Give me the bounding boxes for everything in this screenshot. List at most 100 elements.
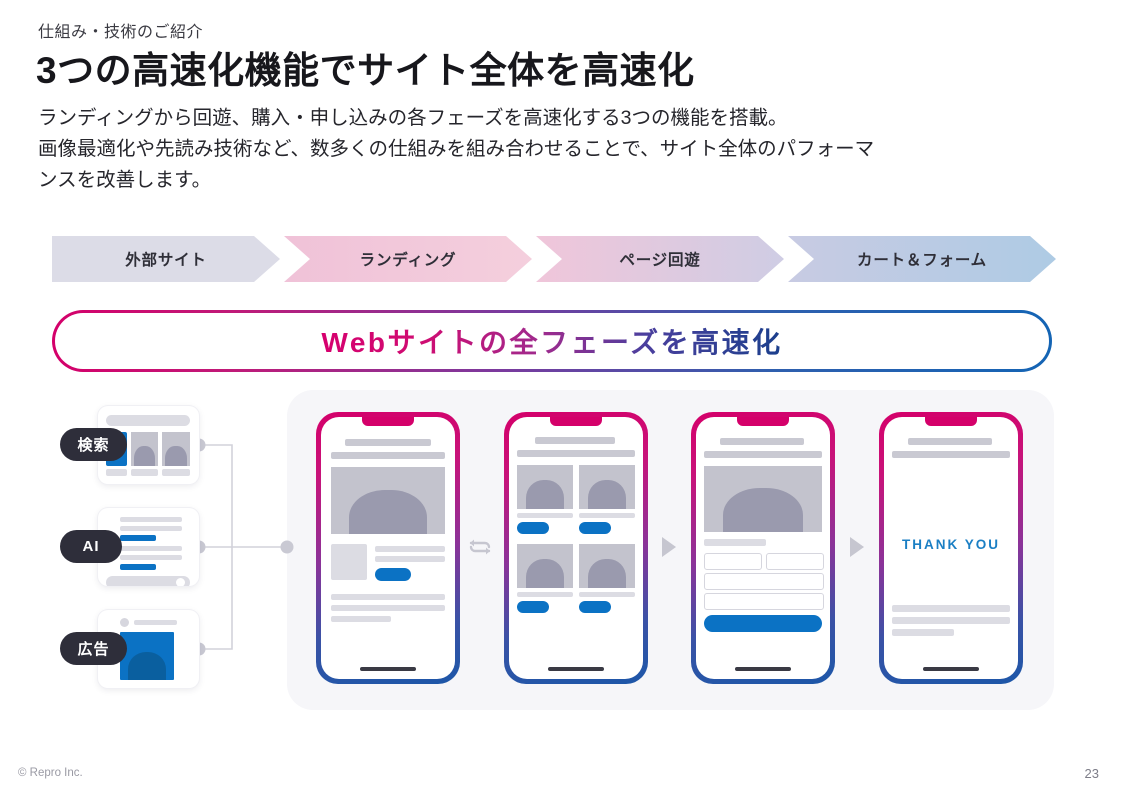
form-label bbox=[704, 539, 766, 546]
chevron-shape bbox=[536, 236, 784, 282]
search-caption bbox=[106, 469, 127, 476]
product-image bbox=[579, 544, 635, 588]
phone-screen bbox=[696, 417, 830, 679]
body-line bbox=[892, 605, 1010, 612]
body-line bbox=[375, 556, 445, 562]
phone-notch bbox=[925, 417, 977, 426]
home-indicator bbox=[923, 667, 979, 671]
headline-bar bbox=[535, 437, 615, 444]
ad-creative-card bbox=[98, 610, 199, 688]
phase-chevron-external-site: 外部サイト bbox=[52, 236, 280, 282]
phase-label: ランディング bbox=[359, 252, 457, 269]
phase-bar: 外部サイト ランディング ページ回遊 カート＆フォーム bbox=[52, 236, 1052, 282]
badge-ad: 広告 bbox=[60, 632, 127, 665]
chevron-shape bbox=[52, 236, 280, 282]
phone-notch bbox=[737, 417, 789, 426]
submit-button[interactable] bbox=[704, 615, 822, 632]
loop-arrows-icon bbox=[464, 531, 496, 563]
copyright-label: © Repro Inc. bbox=[18, 767, 83, 779]
body-line bbox=[892, 617, 1010, 624]
lead-line-3: ンスを改善します。 bbox=[38, 169, 212, 191]
phone-screen: THANK YOU bbox=[884, 417, 1018, 679]
phone-screen bbox=[509, 417, 643, 679]
search-tile bbox=[162, 432, 190, 466]
product-button[interactable] bbox=[517, 601, 549, 613]
body-line bbox=[331, 594, 445, 600]
home-indicator bbox=[360, 667, 416, 671]
ai-input-bar bbox=[106, 576, 190, 586]
ai-answer-card bbox=[98, 508, 199, 586]
ai-highlight-line bbox=[120, 535, 156, 541]
form-input[interactable] bbox=[704, 553, 762, 570]
page-title: 3つの高速化機能でサイト全体を高速化 bbox=[36, 50, 695, 91]
product-image bbox=[579, 465, 635, 509]
ai-text-line bbox=[120, 517, 182, 522]
cart-form-phone bbox=[691, 412, 835, 684]
phase-chevron-landing: ランディング bbox=[284, 236, 532, 282]
ad-image-block bbox=[120, 632, 174, 680]
hero-image bbox=[704, 466, 822, 532]
phase-chevron-cart-form: カート＆フォーム bbox=[788, 236, 1056, 282]
form-input[interactable] bbox=[704, 573, 824, 590]
product-caption bbox=[579, 513, 635, 518]
headline-bar bbox=[720, 438, 804, 445]
chevron-shape bbox=[788, 236, 1056, 282]
search-caption bbox=[131, 469, 158, 476]
phase-label: 外部サイト bbox=[125, 252, 207, 269]
headline-bar bbox=[345, 439, 431, 446]
cta-button[interactable] bbox=[375, 568, 411, 581]
phone-screen bbox=[321, 417, 455, 679]
product-button[interactable] bbox=[579, 601, 611, 613]
hero-image bbox=[331, 467, 445, 534]
subhead-bar bbox=[892, 451, 1010, 458]
ai-highlight-line bbox=[120, 564, 156, 570]
body-line bbox=[375, 546, 445, 552]
lead-line-2: 画像最適化や先読み技術など、数多くの仕組みを組み合わせることで、サイト全体のパフ… bbox=[38, 138, 875, 160]
search-tile bbox=[131, 432, 158, 466]
product-image bbox=[517, 465, 573, 509]
badge-label: 広告 bbox=[77, 641, 110, 658]
diagram-area: 検索 AI 広告 bbox=[0, 390, 1121, 720]
search-caption bbox=[162, 469, 190, 476]
lead-line-1: ランディングから回遊、購入・申し込みの各フェーズを高速化する3つの機能を搭載。 bbox=[38, 107, 788, 129]
product-button[interactable] bbox=[579, 522, 611, 534]
chevron-shape bbox=[284, 236, 532, 282]
product-button[interactable] bbox=[517, 522, 549, 534]
subhead-bar bbox=[517, 450, 635, 457]
body-line bbox=[331, 616, 391, 622]
product-image bbox=[517, 544, 573, 588]
product-caption bbox=[517, 592, 573, 597]
badge-ai: AI bbox=[60, 530, 122, 563]
subhead-bar bbox=[704, 451, 822, 458]
product-caption bbox=[579, 592, 635, 597]
thank-you-phone: THANK YOU bbox=[879, 412, 1023, 684]
ai-text-line bbox=[120, 546, 182, 551]
form-input[interactable] bbox=[704, 593, 824, 610]
home-indicator bbox=[735, 667, 791, 671]
subhead-bar bbox=[331, 452, 445, 459]
gradient-pill-banner: Webサイトの全フェーズを高速化 bbox=[52, 310, 1052, 372]
product-grid-phone bbox=[504, 412, 648, 684]
banner-text: Webサイトの全フェーズを高速化 bbox=[321, 321, 782, 361]
phase-label: カート＆フォーム bbox=[857, 252, 987, 269]
phone-notch bbox=[362, 417, 414, 426]
play-triangle-icon bbox=[839, 531, 871, 563]
thumb-block bbox=[331, 544, 367, 580]
phase-chevron-page-browsing: ページ回遊 bbox=[536, 236, 784, 282]
ad-avatar-icon bbox=[120, 618, 129, 627]
badge-search: 検索 bbox=[60, 428, 127, 461]
form-input[interactable] bbox=[766, 553, 824, 570]
thank-you-text: THANK YOU bbox=[901, 537, 1000, 552]
body-line bbox=[331, 605, 445, 611]
body-line bbox=[892, 629, 954, 636]
ai-send-dot bbox=[176, 578, 185, 586]
eyebrow-label: 仕組み・技術のご紹介 bbox=[38, 24, 204, 41]
product-caption bbox=[517, 513, 573, 518]
ai-text-line bbox=[120, 555, 182, 560]
lead-paragraph: ランディングから回遊、購入・申し込みの各フェーズを高速化する3つの機能を搭載。 … bbox=[38, 103, 1078, 196]
page-number: 23 bbox=[1084, 766, 1099, 781]
badge-label: AI bbox=[82, 538, 100, 555]
headline-bar bbox=[908, 438, 992, 445]
phase-label: ページ回遊 bbox=[619, 252, 701, 269]
landing-page-phone bbox=[316, 412, 460, 684]
